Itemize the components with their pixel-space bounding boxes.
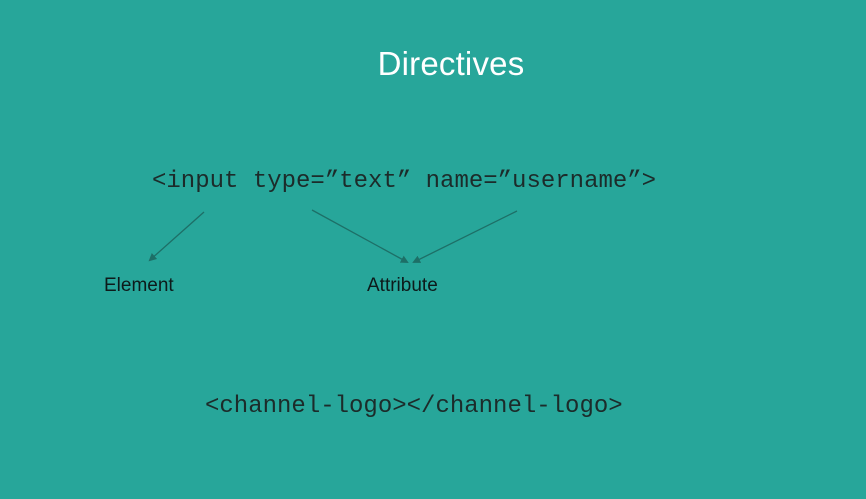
label-element: Element — [104, 275, 174, 296]
code-example-custom-tag: <channel-logo></channel-logo> — [205, 393, 623, 420]
label-attribute: Attribute — [367, 275, 438, 296]
arrow-name-to-attribute — [412, 210, 518, 263]
code-example-input-tag: <input type=”text” name=”username”> — [152, 168, 657, 195]
arrow-to-element — [148, 211, 205, 262]
slide-title: Directives — [377, 45, 525, 82]
arrow-type-to-attribute — [311, 209, 409, 263]
